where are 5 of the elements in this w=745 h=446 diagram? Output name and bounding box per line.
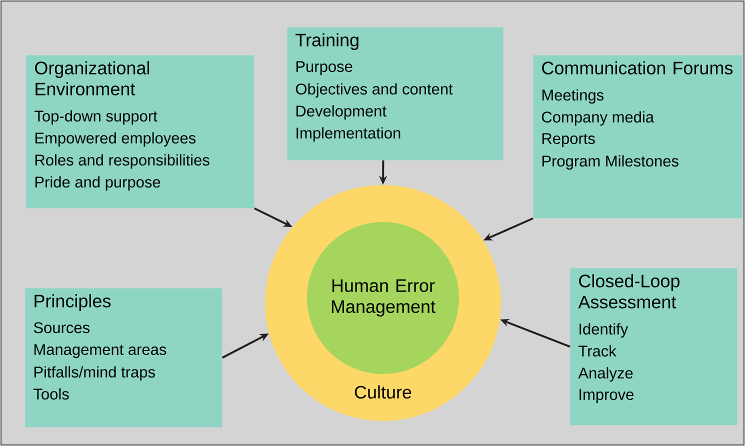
text-box: Training Purpose Objectives and content Development Implementation [287,27,504,160]
text-box: Organizational Environment Top-down support Empowered employees Roles and responsibilities Pride and purpose [26,55,254,208]
text-box: Communication Forums Meetings Company media Reports Program Milestones [533,55,742,218]
text-box: Closed-Loop Assessment Identify Track Analyze Improve [570,268,738,426]
text-box: Principles Sources Management areas Pitfalls/mind traps Tools [25,288,222,428]
